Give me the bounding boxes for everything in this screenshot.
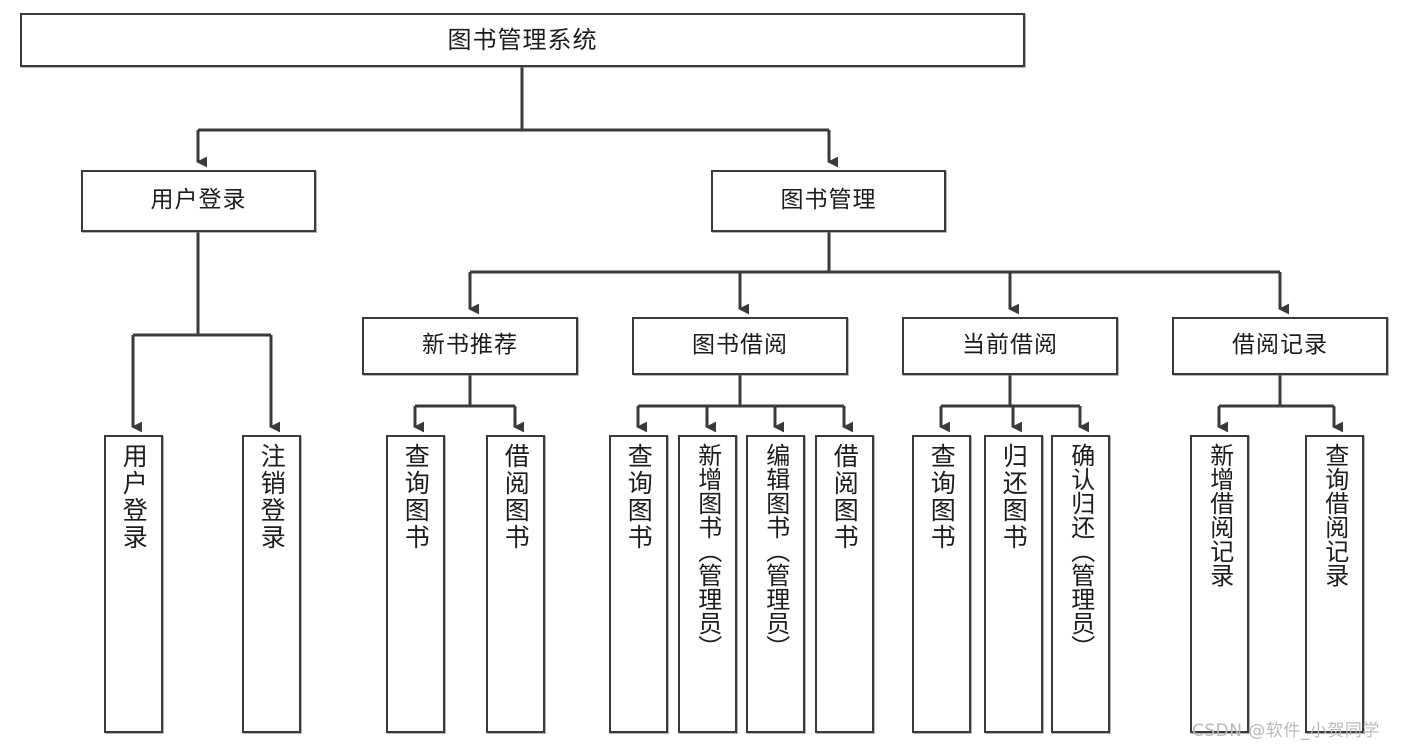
node-label: 图书管理 [780, 187, 877, 214]
node-leaf-edit-book[interactable]: 编辑图书（管理员） [746, 435, 805, 733]
node-leaf-query-record[interactable]: 查询借阅记录 [1305, 435, 1364, 733]
node-leaf-query-book-1[interactable]: 查询图书 [386, 435, 445, 733]
node-label: 查询图书 [927, 443, 957, 551]
node-borrow-record[interactable]: 借阅记录 [1172, 317, 1388, 375]
node-leaf-query-book-2[interactable]: 查询图书 [609, 435, 668, 733]
node-leaf-add-book[interactable]: 新增图书（管理员） [678, 435, 737, 733]
node-label: 查询图书 [624, 443, 654, 551]
node-label: 图书借阅 [692, 332, 788, 359]
node-leaf-add-record[interactable]: 新增借阅记录 [1190, 435, 1249, 733]
node-label: 查询借阅记录 [1320, 443, 1349, 587]
node-leaf-borrow-book-1[interactable]: 借阅图书 [486, 435, 545, 733]
node-leaf-return-book[interactable]: 归还图书 [984, 435, 1043, 733]
node-leaf-borrow-book-2[interactable]: 借阅图书 [815, 435, 874, 733]
node-label: 借阅图书 [501, 443, 531, 551]
node-leaf-confirm-return[interactable]: 确认归还（管理员） [1051, 435, 1110, 733]
csdn-watermark: CSDN @软件_小贺同学 [1192, 721, 1380, 741]
node-label: 借阅记录 [1232, 332, 1328, 359]
node-root[interactable]: 图书管理系统 [20, 13, 1025, 67]
node-label: 当前借阅 [962, 332, 1058, 359]
node-leaf-query-book-3[interactable]: 查询图书 [912, 435, 971, 733]
node-new-book-rec[interactable]: 新书推荐 [362, 317, 578, 375]
node-label: 新增图书（管理员） [693, 443, 722, 659]
node-label: 图书管理系统 [447, 25, 598, 54]
node-leaf-user-logout[interactable]: 注销登录 [242, 435, 301, 733]
node-book-manage[interactable]: 图书管理 [711, 170, 946, 232]
node-label: 用户登录 [119, 443, 149, 551]
node-label: 新增借阅记录 [1205, 443, 1234, 587]
node-book-borrow[interactable]: 图书借阅 [632, 317, 848, 375]
node-label: 新书推荐 [422, 332, 518, 359]
node-label: 归还图书 [999, 443, 1029, 551]
node-current-borrow[interactable]: 当前借阅 [902, 317, 1118, 375]
node-label: 查询图书 [401, 443, 431, 551]
node-label: 编辑图书（管理员） [761, 443, 790, 659]
node-label: 确认归还（管理员） [1066, 443, 1095, 659]
node-label: 用户登录 [150, 187, 247, 214]
node-user-login[interactable]: 用户登录 [81, 170, 316, 232]
node-label: 注销登录 [257, 443, 287, 551]
node-label: 借阅图书 [830, 443, 860, 551]
node-leaf-user-login[interactable]: 用户登录 [104, 435, 163, 733]
